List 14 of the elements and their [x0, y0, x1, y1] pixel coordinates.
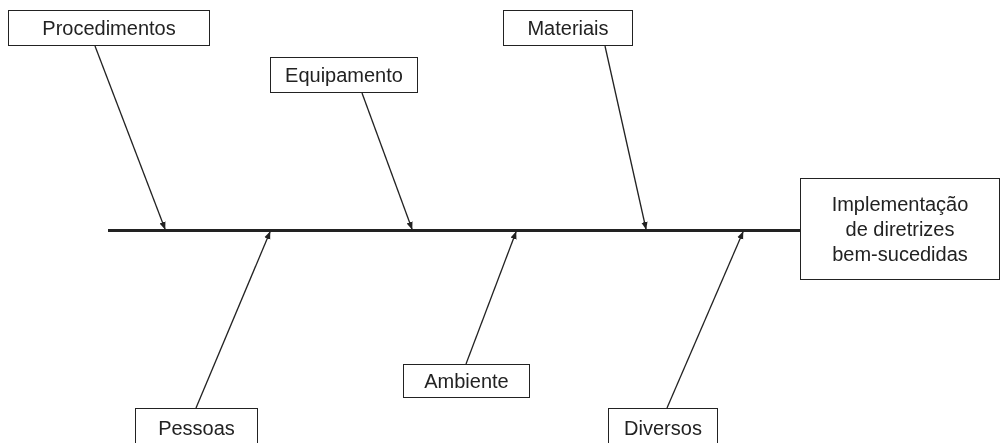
category-box: Pessoas [135, 408, 258, 443]
category-box: Procedimentos [8, 10, 210, 46]
category-box: Materiais [503, 10, 633, 46]
category-box: Equipamento [270, 57, 418, 93]
arrow [666, 231, 744, 409]
effect-box: Implementação de diretrizes bem-sucedidas [800, 178, 1000, 280]
spine-line [108, 229, 800, 232]
category-box: Ambiente [403, 364, 530, 398]
arrow [361, 92, 413, 230]
arrow [94, 45, 166, 230]
arrow [604, 45, 648, 230]
category-box: Diversos [608, 408, 718, 443]
arrow [465, 231, 517, 365]
arrow [195, 231, 271, 409]
